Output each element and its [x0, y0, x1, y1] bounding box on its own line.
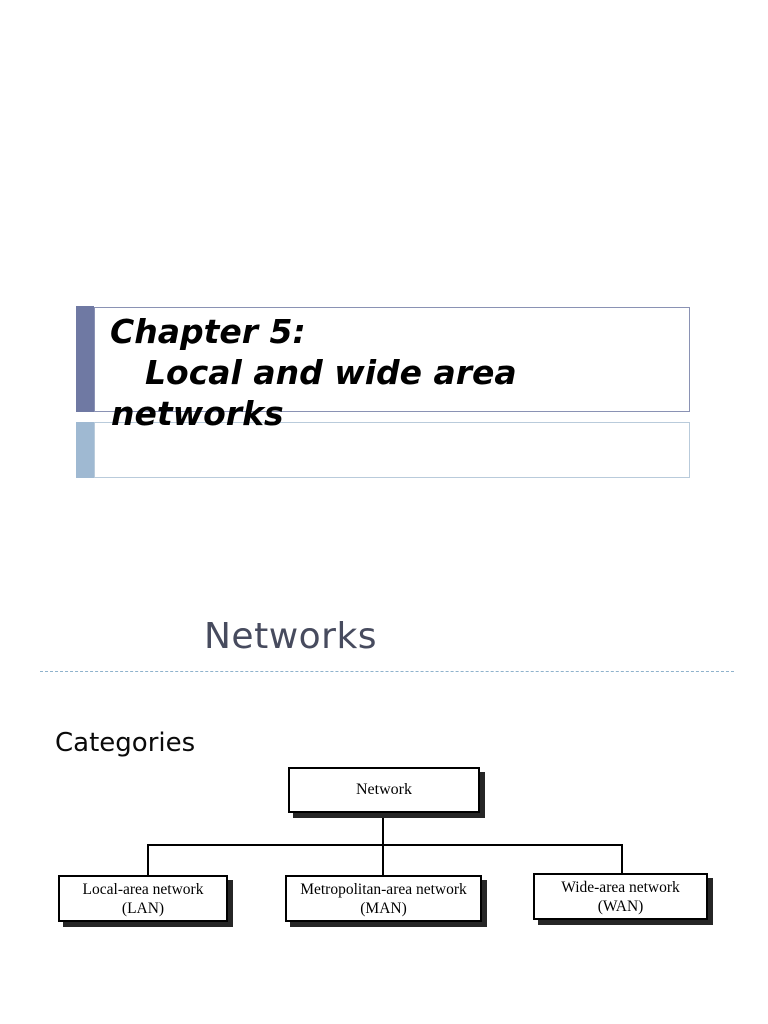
slide-title: Chapter 5: Local and wide area networks — [108, 311, 708, 434]
edge-root-vertical — [382, 813, 384, 846]
subtitle-accent-bar — [76, 422, 94, 478]
edge-wan-vertical — [621, 844, 623, 873]
diagram-node-man-line1: Metropolitan-area network — [300, 880, 467, 898]
dashed-divider — [40, 671, 734, 672]
edge-horizontal — [147, 844, 623, 846]
diagram-node-man-line2: (MAN) — [360, 899, 407, 917]
slide-title-line1: Chapter 5: — [110, 312, 306, 351]
diagram-node-wan: Wide-area network (WAN) — [533, 873, 708, 920]
categories-label: Categories — [55, 728, 196, 758]
diagram-node-wan-line2: (WAN) — [597, 897, 644, 915]
section-heading: Networks — [204, 616, 378, 657]
edge-lan-vertical — [147, 844, 149, 875]
title-box — [94, 307, 690, 412]
edge-man-vertical — [382, 844, 384, 875]
diagram-node-lan: Local-area network (LAN) — [58, 875, 228, 922]
diagram-node-man: Metropolitan-area network (MAN) — [285, 875, 482, 922]
diagram-node-wan-line1: Wide-area network — [561, 878, 680, 896]
slide-title-line2: Local and wide area — [145, 353, 517, 392]
diagram-node-lan-line2: (LAN) — [121, 899, 165, 917]
diagram-node-network: Network — [288, 767, 480, 813]
slide-title-line3: networks — [111, 394, 284, 433]
diagram-node-lan-line1: Local-area network — [82, 880, 204, 898]
diagram-node-network-label: Network — [356, 781, 412, 798]
title-accent-bar — [76, 306, 94, 412]
subtitle-box — [94, 422, 690, 478]
